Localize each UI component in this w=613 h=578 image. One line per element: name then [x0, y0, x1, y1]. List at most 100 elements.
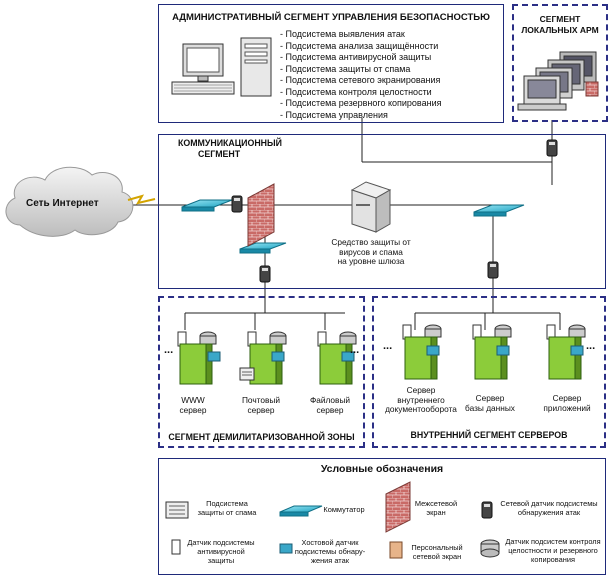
legend-label-integrity-sensor-line1: Датчик подсистем контроля: [505, 537, 601, 546]
legend-label-host-sensor-line2: подсистемы обнару-: [294, 546, 366, 556]
gateway-label-line3: на уровне шлюза: [337, 256, 405, 266]
docflow-server-label: Сервер внутреннего документооборота: [384, 385, 458, 415]
file-server-label: Файловый сервер: [302, 395, 358, 415]
legend-label-network-sensor-line2: обнаружения атак: [517, 507, 581, 517]
legend-label-personal-firewall-line1: Персональный: [411, 543, 463, 552]
database-server-label-line2: базы данных: [465, 402, 515, 413]
local-arm-title: СЕГМЕНТ ЛОКАЛЬНЫХ АРМ: [514, 14, 606, 36]
legend-firewall-icon: [385, 481, 411, 533]
gateway-label-line1: Средство защиты от: [331, 237, 411, 247]
internal-dots-right: ...: [586, 340, 596, 352]
internet-cloud-icon: [5, 166, 134, 237]
server-file-icon: [317, 331, 357, 385]
gateway-label-line2: вирусов и спама: [339, 246, 403, 257]
legend-label-integrity-sensor: Датчик подсистем контроля целостности и …: [500, 537, 606, 564]
file-server-label-line2: сервер: [316, 404, 344, 415]
docflow-server-label-line3: документооборота: [385, 404, 457, 414]
local-arm-frame: [512, 4, 608, 122]
local-arm-title-line2: ЛОКАЛЬНЫХ АРМ: [521, 25, 599, 35]
www-server-label: WWW сервер: [168, 395, 218, 415]
server-www-icon: [177, 331, 221, 385]
admin-subsystem-item: - Подсистема резервного копирования: [280, 98, 442, 108]
firewall-icon: [247, 183, 275, 247]
admin-subsystem-item: - Подсистема контроля целостности: [280, 86, 432, 97]
legend-label-antivirus-sensor-line2: антивирусной: [197, 546, 245, 556]
dmz-segment-frame: [158, 296, 365, 448]
database-server-label: Сервер базы данных: [458, 393, 522, 413]
legend-personal-firewall-icon: [389, 541, 403, 559]
legend-label-spam-line1: Подсистема: [206, 499, 248, 508]
legend-host-sensor-icon: [279, 543, 293, 554]
www-server-label-line2: сервер: [179, 404, 207, 415]
legend-label-integrity-sensor-line3: копирования: [531, 554, 575, 564]
admin-workstation-icon: [171, 37, 272, 97]
admin-subsystem-item: - Подсистема выявления атак: [280, 29, 405, 39]
legend-label-firewall-line1: Межсетевой: [414, 499, 458, 508]
switch-right-icon: [473, 204, 525, 217]
comm-segment-title-line1: КОММУНИКАЦИОННЫЙ: [178, 138, 282, 148]
internal-segment-title: ВНУТРЕННИЙ СЕГМЕНТ СЕРВЕРОВ: [410, 430, 568, 440]
server-database-icon: [472, 324, 512, 380]
admin-subsystem-item: - Подсистема защиты от спама: [280, 63, 411, 74]
file-server-label-line1: Файловый: [309, 395, 351, 405]
legend-frame: [158, 458, 606, 575]
legend-label-personal-firewall-line2: сетевой экран: [412, 551, 462, 561]
local-arm-workstations-icon: [517, 51, 599, 111]
applications-server-label-line1: Сервер: [552, 393, 582, 403]
admin-subsystem-item: - Подсистема управления: [280, 109, 388, 120]
server-applications-icon: [546, 324, 586, 380]
docflow-server-label-line2: внутреннего: [397, 394, 445, 405]
internal-segment-frame: [372, 296, 606, 448]
mail-server-label: Почтовый сервер: [233, 395, 289, 415]
gateway-label: Средство защиты от вирусов и спама на ур…: [316, 237, 426, 267]
legend-title: Условные обозначения: [320, 463, 444, 475]
server-docflow-icon: [402, 324, 442, 380]
comm-segment-title-line2: СЕГМЕНТ: [198, 149, 241, 159]
legend-label-antivirus-sensor-line3: защиты: [207, 555, 235, 565]
legend-label-network-sensor: Сетевой датчик подсистемы обнаружения ат…: [494, 499, 604, 518]
admin-subsystem-list: - Подсистема выявления атак - Подсистема…: [280, 29, 441, 121]
server-mail-icon: [239, 331, 287, 385]
admin-segment-title: АДМИНИСТРАТИВНЫЙ СЕГМЕНТ УПРАВЛЕНИЯ БЕЗО…: [172, 12, 490, 23]
gateway-server-icon: [350, 181, 392, 233]
www-server-label-line1: WWW: [181, 395, 205, 405]
legend-integrity-sensor-icon: [480, 539, 500, 558]
legend-spam-protection-icon: [165, 501, 189, 519]
legend-label-switch-line1: Коммутатор: [323, 505, 365, 514]
mail-server-label-line1: Почтовый: [241, 395, 281, 405]
admin-subsystem-item: - Подсистема анализа защищённости: [280, 40, 439, 51]
comm-segment-frame: [158, 134, 606, 289]
dmz-dots-right: ...: [350, 344, 360, 356]
legend-label-integrity-sensor-line2: целостности и резервного: [508, 545, 598, 555]
legend-label-firewall: Межсетевой экран: [408, 499, 464, 518]
legend-label-spam: Подсистема защиты от спама: [192, 499, 262, 518]
legend-label-firewall-line2: экран: [426, 507, 446, 517]
internal-dots-left: ...: [383, 340, 393, 352]
legend-label-antivirus-sensor: Датчик подсистемы антивирусной защиты: [182, 538, 260, 565]
database-server-label-line1: Сервер: [475, 393, 505, 403]
lightning-link-icon: [127, 194, 156, 205]
legend-network-sensor-icon: [481, 501, 493, 519]
network-sensor-highlights: [234, 142, 555, 271]
local-arm-title-line1: СЕГМЕНТ: [539, 14, 581, 24]
legend-label-host-sensor-line3: жения атак: [311, 555, 349, 565]
legend-antivirus-sensor-icon: [171, 539, 181, 555]
admin-subsystem-item: - Подсистема антивирусной защиты: [280, 52, 432, 62]
legend-label-antivirus-sensor-line1: Датчик подсистемы: [187, 538, 255, 547]
dmz-dots-left: ...: [164, 344, 174, 356]
legend-label-switch: Коммутатор: [316, 505, 372, 515]
applications-server-label-line2: приложений: [543, 402, 591, 413]
legend-label-host-sensor-line1: Хостовой датчик: [301, 538, 359, 547]
docflow-server-label-line1: Сервер: [406, 385, 436, 395]
dmz-segment-title: СЕГМЕНТ ДЕМИЛИТАРИЗОВАННОЙ ЗОНЫ: [168, 432, 355, 442]
comm-segment-title: КОММУНИКАЦИОННЫЙ СЕГМЕНТ: [178, 138, 282, 160]
legend-label-spam-line2: защиты от спама: [197, 507, 257, 517]
legend-switch-icon: [279, 505, 323, 517]
legend-label-network-sensor-line1: Сетевой датчик подсистемы: [500, 499, 598, 508]
admin-subsystem-item: - Подсистема сетевого экранирования: [280, 75, 441, 85]
legend-label-personal-firewall: Персональный сетевой экран: [404, 543, 470, 562]
legend-label-host-sensor: Хостовой датчик подсистемы обнару- жения…: [294, 538, 366, 565]
admin-segment-frame: [158, 4, 504, 123]
applications-server-label: Сервер приложений: [534, 393, 600, 413]
